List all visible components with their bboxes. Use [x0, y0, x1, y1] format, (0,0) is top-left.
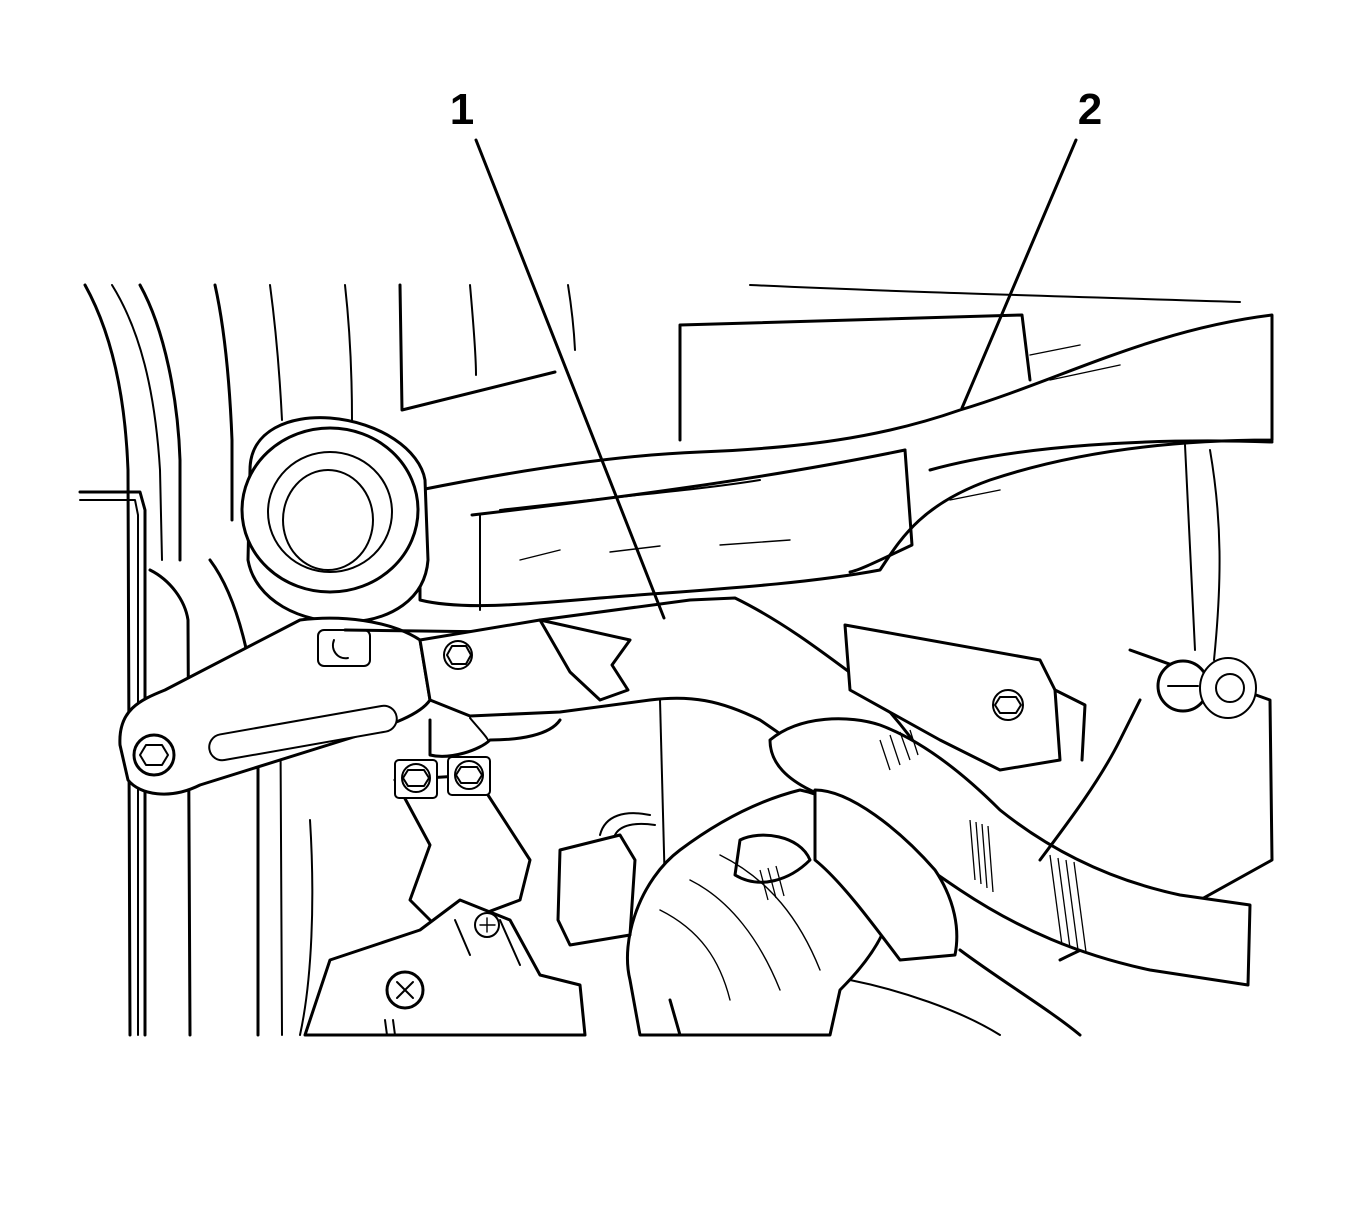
wire-harness-icon	[625, 698, 1252, 1037]
pivot-bushing	[240, 416, 430, 624]
callout-2-label: 2	[1078, 85, 1102, 134]
callout-1-leader-line	[474, 138, 666, 620]
rear-housing	[678, 284, 1241, 442]
callout-1-label: 1	[450, 85, 474, 134]
pedal-arm-assembly	[418, 313, 1274, 661]
lower-bracket	[303, 756, 587, 1037]
right-bracket	[843, 623, 1274, 962]
callout-2-leader-line	[960, 138, 1078, 410]
callout-2: 2	[960, 85, 1102, 410]
callout-1: 1	[450, 85, 666, 620]
mounting-bracket	[118, 616, 432, 796]
electrical-connector-icon	[556, 812, 656, 947]
